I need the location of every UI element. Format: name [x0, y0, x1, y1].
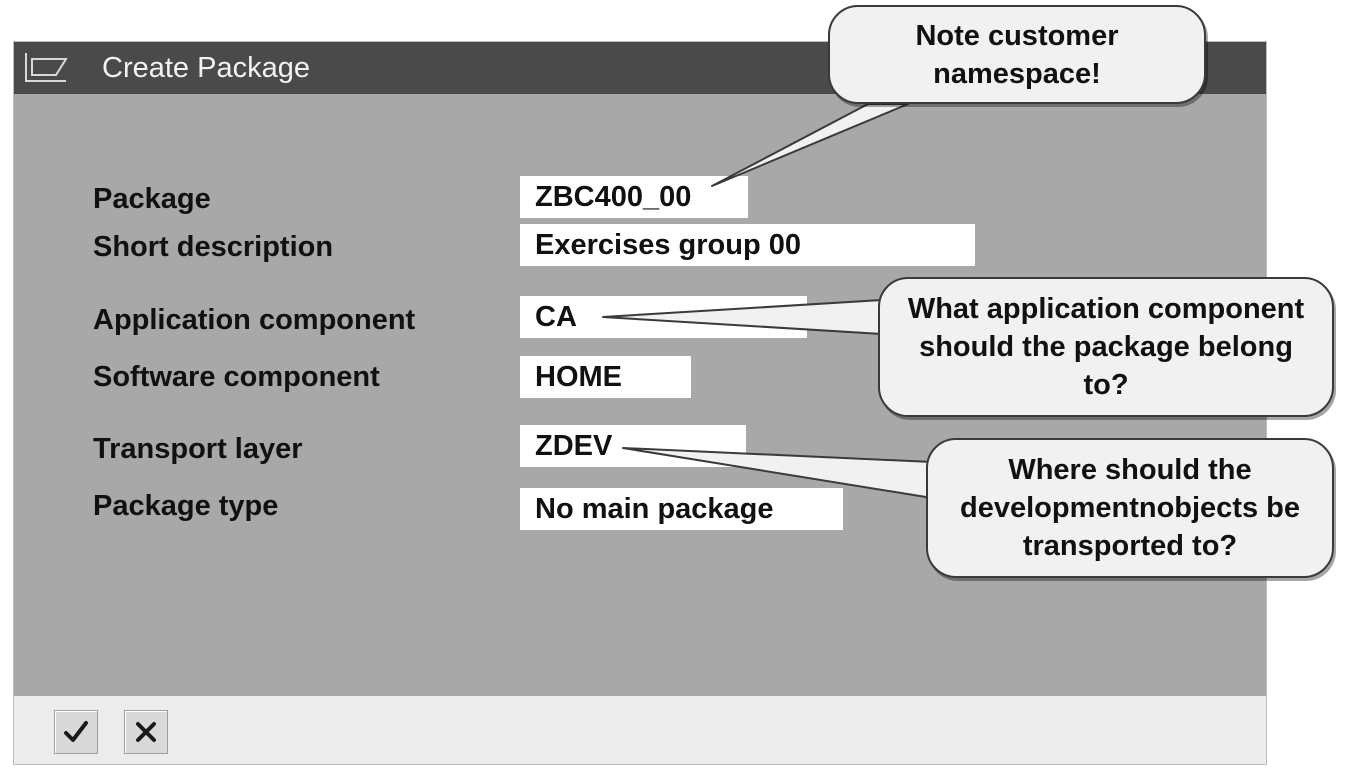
software-component-label: Software component: [93, 361, 380, 393]
dialog-title: Create Package: [102, 52, 310, 84]
confirm-button[interactable]: [54, 710, 98, 754]
transport-layer-label: Transport layer: [93, 433, 303, 465]
application-component-input[interactable]: CA: [520, 296, 807, 338]
dialog-footer: [14, 696, 1266, 764]
software-component-input[interactable]: HOME: [520, 356, 691, 398]
package-input[interactable]: ZBC400_00: [520, 176, 748, 218]
short-description-label: Short description: [93, 231, 334, 263]
create-object-icon: [22, 50, 70, 84]
cancel-button[interactable]: [124, 710, 168, 754]
callout-application-component: What application component should the pa…: [878, 277, 1334, 417]
package-type-input[interactable]: No main package: [520, 488, 843, 530]
callout-transport: Where should the developmentnobjects be …: [926, 438, 1334, 578]
callout-namespace-note: Note customer namespace!: [828, 5, 1206, 104]
application-component-label: Application component: [93, 304, 416, 336]
package-label: Package: [93, 183, 211, 215]
short-description-input[interactable]: Exercises group 00: [520, 224, 975, 266]
transport-layer-input[interactable]: ZDEV: [520, 425, 746, 467]
checkmark-icon: [64, 721, 88, 742]
cancel-x-icon: [136, 722, 156, 742]
package-type-label: Package type: [93, 490, 279, 522]
